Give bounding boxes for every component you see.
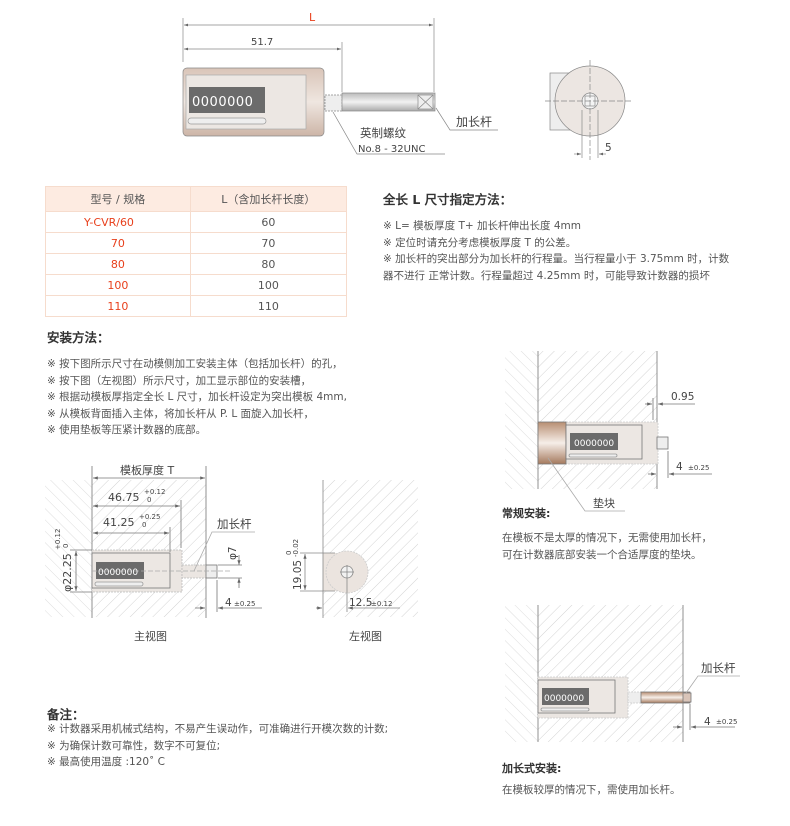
table-header-row: 型号 / 规格 L（含加长杆长度） xyxy=(45,186,348,212)
main-view-drawing xyxy=(45,466,262,618)
length-method-text: ※ L= 模板厚度 T+ 加长杆伸出长度 4mm ※ 定位时请充分考虑模板厚度 … xyxy=(383,218,729,284)
install-step: ※ 从模板背面插入主体，将加长杆从 P. L 面旋入加长杆， xyxy=(47,407,315,420)
dim-12-5-tol: ±0.12 xyxy=(371,600,392,608)
dim-19-05-tol-low: -0.02 xyxy=(292,539,300,557)
dim-41-25-tol-up: +0.25 xyxy=(139,513,160,521)
length-cell: 80 xyxy=(189,253,348,275)
dim-19-05: 19.05 xyxy=(292,560,304,590)
left-view-caption: 左视图 xyxy=(349,629,382,643)
extended-install-title: 加长式安装: xyxy=(502,762,562,775)
dim-46-75: 46.75 xyxy=(108,491,140,504)
dim-phi7: φ7 xyxy=(227,546,239,560)
install-step: ※ 按下图（左视图）所示尺寸，加工显示部位的安装槽， xyxy=(47,374,312,387)
counter-display: 0000000 xyxy=(192,95,253,110)
dim-L: L xyxy=(309,11,316,24)
thread-spec: No.8 - 32UNC xyxy=(358,144,425,155)
length-method-line: ※ L= 模板厚度 T+ 加长杆伸出长度 4mm xyxy=(383,220,581,232)
extended-install-drawing xyxy=(505,605,740,742)
counter-top-view xyxy=(182,18,632,160)
model-cell: 70 xyxy=(45,232,191,254)
regular-install-line: 可在计数器底部安装一个合适厚度的垫块。 xyxy=(502,548,702,561)
length-method-line: ※ 定位时请充分考虑模板厚度 T 的公差。 xyxy=(383,236,577,249)
extended-install-line: 在模板较厚的情况下，需使用加长杆。 xyxy=(502,784,681,796)
main-rod-label: 加长杆 xyxy=(217,517,252,531)
dim-12-5: 12.5 xyxy=(349,597,372,609)
dim-phi22-tol-low: 0 xyxy=(62,544,70,548)
model-cell: 110 xyxy=(45,295,191,317)
regular-install-text: 在模板不是太厚的情况下，无需使用加长杆， 可在计数器底部安装一个合适厚度的垫块。 xyxy=(502,530,712,563)
dim-46-75-tol-low: 0 xyxy=(147,496,151,504)
dim-51-7: 51.7 xyxy=(251,37,273,48)
extended-counter-display: 0000000 xyxy=(544,694,584,704)
protrude-tol: ±0.25 xyxy=(234,600,255,608)
rod-label: 加长杆 xyxy=(456,115,492,129)
extended-rod-label: 加长杆 xyxy=(701,661,736,675)
plate-thickness-label: 模板厚度 T xyxy=(120,463,174,477)
dim-phi22-25: φ22.25 xyxy=(61,553,74,592)
note-line: ※ 计数器采用机械式结构，不易产生误动作，可准确进行开模次数的计数; xyxy=(47,723,389,735)
side-dim-5: 5 xyxy=(605,142,612,154)
install-steps: ※ 按下图所示尺寸在动模侧加工安装主体（包括加长杆）的孔， ※ 按下图（左视图）… xyxy=(47,356,347,439)
model-cell: 100 xyxy=(45,274,191,296)
length-method-line: ※ 加长杆的突出部分为加长杆的行程量。当行程量小于 3.75mm 时，计数 xyxy=(383,253,730,265)
extended-protrude-4: 4 xyxy=(704,716,711,728)
dim-phi22-tol-up: +0.12 xyxy=(54,529,62,550)
regular-counter-display: 0000000 xyxy=(574,439,614,449)
regular-install-title: 常规安装: xyxy=(502,507,551,520)
regular-protrude-4: 4 xyxy=(676,461,683,473)
thread-label: 英制螺纹 xyxy=(360,126,406,140)
notes-list: ※ 计数器采用机械式结构，不易产生误动作，可准确进行开模次数的计数; ※ 为确保… xyxy=(47,721,388,771)
length-method-title: 全长 L 尺寸指定方法： xyxy=(383,192,513,207)
dim-19-05-tol-up: 0 xyxy=(285,551,293,555)
model-cell: Y-CVR/60 xyxy=(45,211,191,233)
note-line: ※ 最高使用温度 :120˚ C xyxy=(47,756,165,768)
pad-label: 垫块 xyxy=(593,496,615,510)
col-header-model: 型号 / 规格 xyxy=(45,186,191,212)
dim-41-25-tol-low: 0 xyxy=(142,521,146,529)
install-step: ※ 根据动模板厚指定全长 L 尺寸，加长杆设定为突出模板 4mm, xyxy=(47,391,347,403)
regular-install-drawing xyxy=(505,351,712,512)
regular-install-line: 在模板不是太厚的情况下，无需使用加长杆， xyxy=(502,532,712,544)
main-counter-display: 0000000 xyxy=(98,568,138,578)
main-view-caption: 主视图 xyxy=(134,629,167,643)
left-view-drawing xyxy=(300,480,418,618)
notes-title: 备注： xyxy=(47,707,85,722)
length-method-line: 器不进行 正常计数。行程量超过 4.25mm 时，可能导致计数器的损坏 xyxy=(383,269,710,282)
extended-protrude-tol: ±0.25 xyxy=(716,718,737,726)
length-cell: 70 xyxy=(189,232,348,254)
model-cell: 80 xyxy=(45,253,191,275)
note-line: ※ 为确保计数可靠性，数字不可复位; xyxy=(47,739,221,752)
length-cell: 100 xyxy=(189,274,348,296)
col-header-length: L（含加长杆长度） xyxy=(189,186,348,212)
gap-0-95: 0.95 xyxy=(671,391,694,403)
length-cell: 60 xyxy=(189,211,348,233)
install-title: 安装方法： xyxy=(47,330,110,345)
install-step: ※ 使用垫板等压紧计数器的底部。 xyxy=(47,424,207,436)
protrude-4: 4 xyxy=(225,597,232,609)
install-step: ※ 按下图所示尺寸在动模侧加工安装主体（包括加长杆）的孔， xyxy=(47,358,343,370)
regular-protrude-tol: ±0.25 xyxy=(688,464,709,472)
dim-46-75-tol-up: +0.12 xyxy=(144,488,165,496)
dim-41-25: 41.25 xyxy=(103,516,135,529)
length-cell: 110 xyxy=(189,295,348,317)
